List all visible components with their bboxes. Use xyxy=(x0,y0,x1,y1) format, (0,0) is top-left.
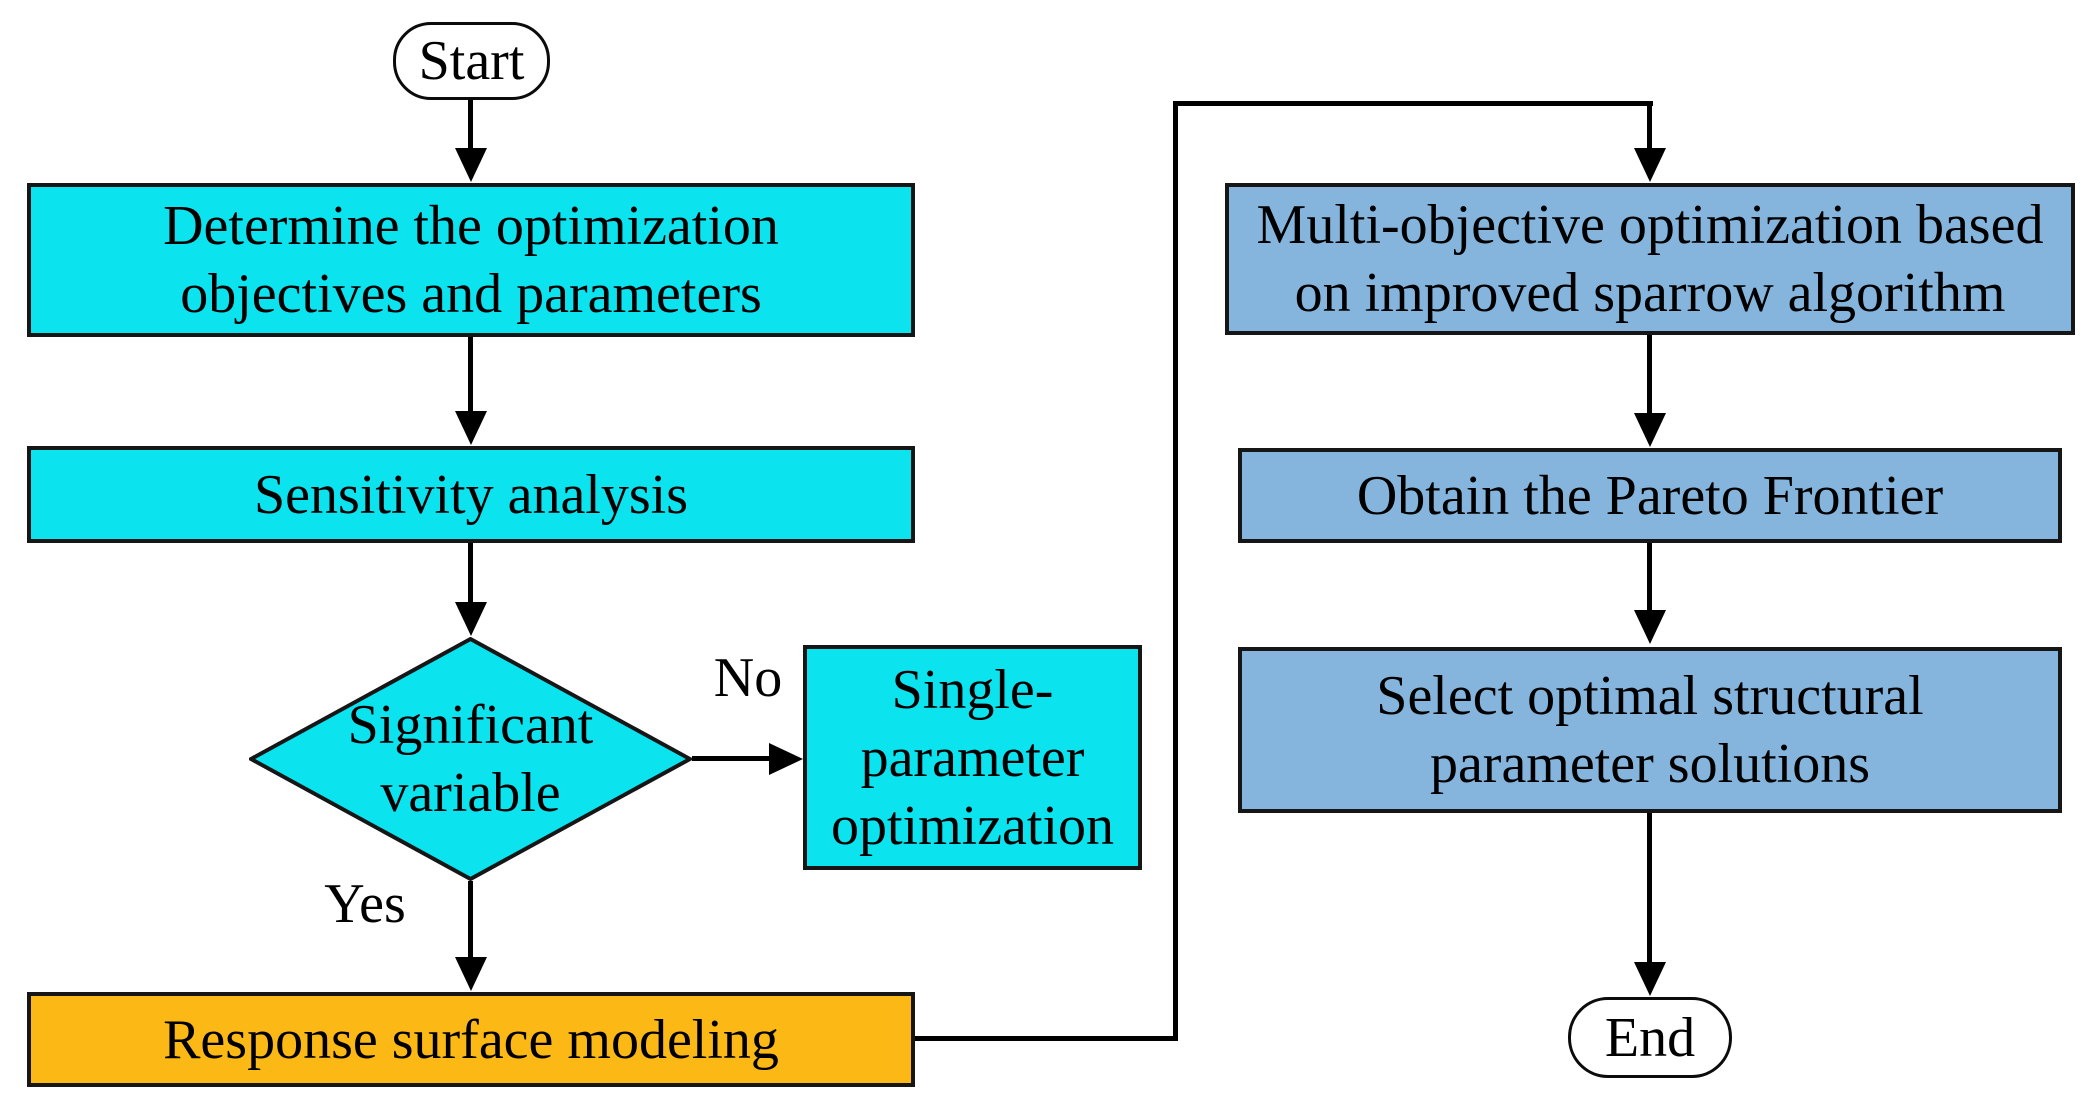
node-start: Start xyxy=(393,22,550,100)
decision-diamond-shape xyxy=(249,637,692,881)
node-determine-objectives: Determine the optimization objectives an… xyxy=(27,183,915,337)
node-response-surface: Response surface modeling xyxy=(27,992,915,1087)
node-sensitivity-analysis-label: Sensitivity analysis xyxy=(254,463,688,526)
decision-diamond-polygon xyxy=(249,637,692,881)
edge-decision-single-arrowhead-icon xyxy=(769,743,803,775)
edge-sensitivity-decision-line xyxy=(468,543,473,606)
node-select-optimal: Select optimal structural parameter solu… xyxy=(1238,647,2062,813)
node-single-parameter: Single- parameter optimization xyxy=(803,645,1142,870)
edge-response-multi-segment-top xyxy=(1173,101,1653,106)
node-significant-variable-label: Significant variable xyxy=(347,694,594,824)
edge-multi-pareto-line xyxy=(1647,335,1652,413)
edge-decision-single-line xyxy=(692,756,773,761)
edge-start-determine-line xyxy=(468,100,473,152)
node-start-label: Start xyxy=(418,30,525,92)
edge-label-yes: Yes xyxy=(324,873,406,935)
edge-pareto-select-arrowhead-icon xyxy=(1634,610,1666,644)
edge-response-multi-segment-vertical xyxy=(1173,101,1178,1041)
edge-multi-pareto-arrowhead-icon xyxy=(1634,413,1666,447)
edge-decision-response-arrowhead-icon xyxy=(455,957,487,991)
edge-label-no: No xyxy=(713,647,783,709)
node-determine-objectives-label: Determine the optimization objectives an… xyxy=(163,195,779,325)
node-response-surface-label: Response surface modeling xyxy=(163,1008,779,1071)
node-end-label: End xyxy=(1604,1006,1696,1069)
node-multi-objective: Multi-objective optimization based on im… xyxy=(1225,183,2075,335)
edge-determine-sensitivity-line xyxy=(468,337,473,415)
edge-sensitivity-decision-arrowhead-icon xyxy=(455,602,487,636)
node-significant-variable: Significant variable xyxy=(249,637,692,881)
node-sensitivity-analysis: Sensitivity analysis xyxy=(27,446,915,543)
edge-start-determine-arrowhead-icon xyxy=(455,148,487,182)
node-multi-objective-label: Multi-objective optimization based on im… xyxy=(1256,194,2044,324)
node-pareto-frontier: Obtain the Pareto Frontier xyxy=(1238,448,2062,543)
edge-pareto-select-line xyxy=(1647,543,1652,612)
node-pareto-frontier-label: Obtain the Pareto Frontier xyxy=(1356,464,1944,527)
edge-determine-sensitivity-arrowhead-icon xyxy=(455,411,487,445)
edge-decision-response-line xyxy=(468,881,473,961)
edge-select-end-arrowhead-icon xyxy=(1634,962,1666,996)
node-end: End xyxy=(1568,997,1732,1078)
node-single-parameter-label: Single- parameter optimization xyxy=(830,658,1115,857)
edge-response-multi-segment-drop xyxy=(1647,101,1652,152)
edge-response-multi-arrowhead-icon xyxy=(1634,148,1666,182)
edge-response-multi-segment-bottom xyxy=(915,1036,1178,1041)
node-select-optimal-label: Select optimal structural parameter solu… xyxy=(1376,665,1924,795)
edge-select-end-line xyxy=(1647,813,1652,962)
